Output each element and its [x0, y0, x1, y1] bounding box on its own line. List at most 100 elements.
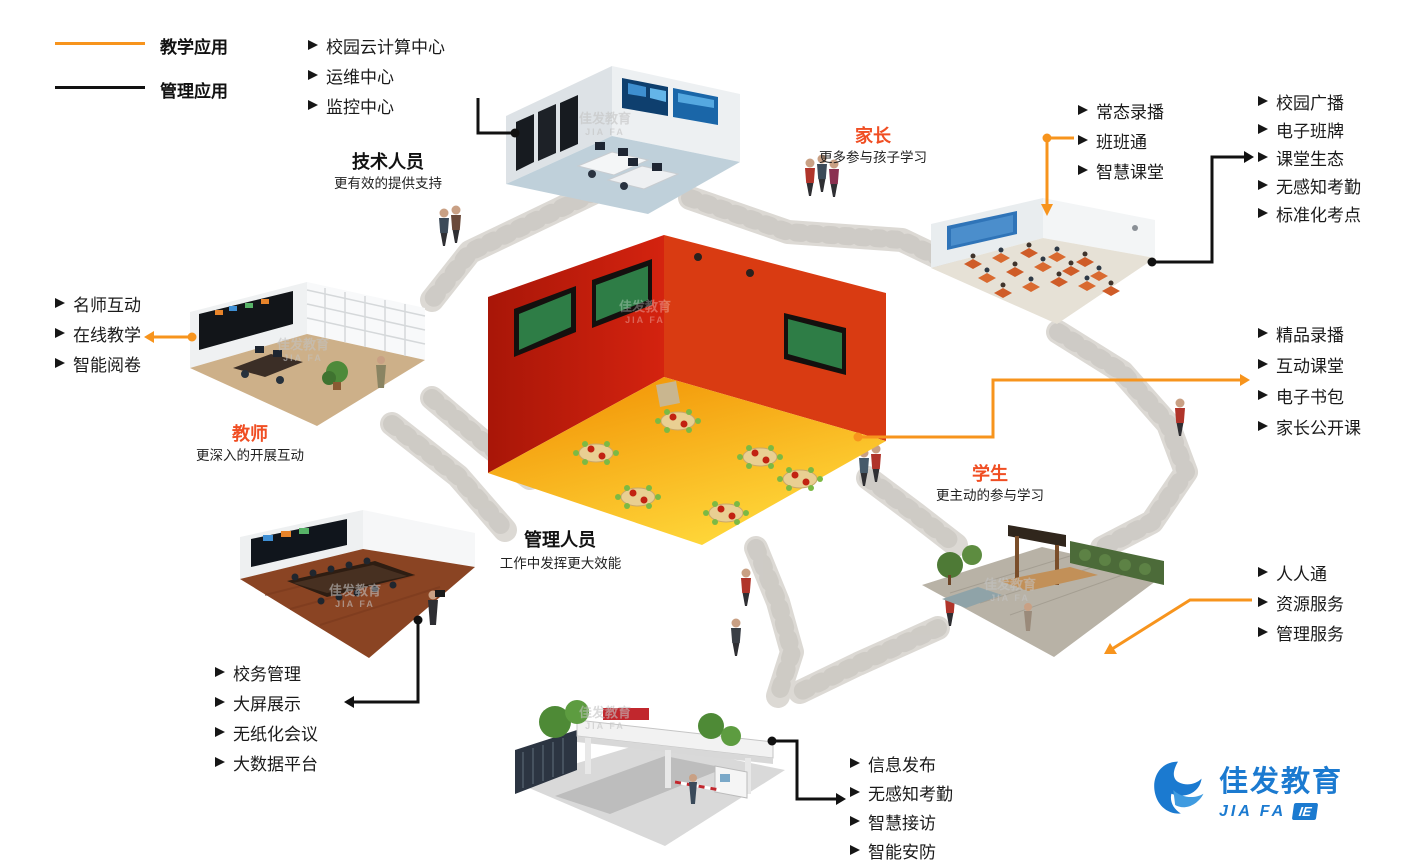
feature-label: 无纸化会议	[233, 724, 318, 744]
pavilion	[1000, 525, 1098, 591]
list-item: 无感知考勤	[1258, 175, 1361, 197]
feature-label: 无感知考勤	[868, 784, 953, 804]
arrow-bullet-icon	[1258, 96, 1268, 106]
feature-label: 智慧接访	[868, 813, 936, 833]
courtyard-person	[1024, 603, 1032, 631]
list-item: 智能阅卷	[55, 353, 141, 375]
watermark: 佳发教育 JIA FA	[560, 111, 650, 137]
list-item: 校园广播	[1258, 91, 1361, 113]
feature-label: 班班通	[1096, 132, 1147, 152]
arrowhead-left-icon	[144, 331, 154, 343]
arrow-bullet-icon	[1258, 208, 1268, 218]
scene-recorded-classroom	[925, 192, 1160, 347]
list-item: 无感知考勤	[850, 782, 953, 804]
scene-conference-room	[235, 503, 480, 658]
watermark-subtext: JIA FA	[585, 720, 625, 731]
list-item: 运维中心	[308, 65, 445, 87]
feature-label: 电子班牌	[1276, 121, 1344, 141]
class-board-screen	[947, 211, 1017, 250]
arrow-bullet-icon	[215, 697, 225, 707]
list-item: 监控中心	[308, 95, 445, 117]
arrow-bullet-icon	[215, 727, 225, 737]
feature-label: 课堂生态	[1276, 149, 1344, 169]
list-item: 常态录播	[1078, 100, 1164, 122]
attendees	[291, 557, 397, 605]
arrow-bullet-icon	[1078, 165, 1088, 175]
watermark: 佳发教育 JIA FA	[965, 577, 1055, 603]
gate-management-list: 信息发布 无感知考勤 智慧接访 智能安防	[850, 753, 953, 862]
arrow-bullet-icon	[308, 100, 318, 110]
group-tables	[573, 409, 823, 525]
watermark-subtext: JIA FA	[625, 314, 665, 325]
arrowhead-left-icon	[344, 696, 354, 708]
scene-smart-classroom	[488, 235, 888, 545]
arrow-bullet-icon	[1258, 597, 1268, 607]
arrow-bullet-icon	[1078, 135, 1088, 145]
office-plant	[322, 361, 348, 390]
watermark-subtext: JIA FA	[990, 592, 1030, 603]
perimeter-fence	[515, 730, 577, 794]
list-item: 名师互动	[55, 293, 141, 315]
scene-campus-courtyard	[920, 523, 1165, 658]
feature-label: 无感知考勤	[1276, 177, 1361, 197]
list-item: 家长公开课	[1258, 416, 1361, 438]
pond	[942, 587, 1002, 608]
guard-booth	[714, 765, 748, 799]
student-desks	[964, 242, 1120, 298]
list-item: 人人通	[1258, 562, 1344, 584]
watermark-subtext: JIA FA	[283, 352, 323, 363]
feature-label: 监控中心	[326, 97, 394, 117]
brand-tag: IE	[1292, 803, 1319, 820]
feature-label: 大数据平台	[233, 754, 318, 774]
gate-sign	[603, 708, 649, 720]
watermark: 佳发教育 JIA FA	[258, 337, 348, 363]
role-parent-desc: 更多参与孩子学习	[819, 150, 927, 165]
brand-logo: 佳发教育 JIA FA IE	[1145, 756, 1343, 822]
tech-center-list: 校园云计算中心 运维中心 监控中心	[308, 35, 445, 117]
feature-label: 标准化考点	[1276, 205, 1361, 225]
legend-management-line	[55, 86, 145, 89]
classroom-management-list: 校园广播 电子班牌 课堂生态 无感知考勤 标准化考点	[1258, 91, 1361, 225]
list-item: 智慧接访	[850, 811, 953, 833]
arrow-bullet-icon	[308, 70, 318, 80]
list-item: 无纸化会议	[215, 722, 318, 744]
arrow-bullet-icon	[215, 757, 225, 767]
admin-management-list: 校务管理 大屏展示 无纸化会议 大数据平台	[215, 662, 318, 774]
role-parent-name: 家长	[855, 126, 891, 146]
watermark-subtext: JIA FA	[585, 126, 625, 137]
list-item: 大屏展示	[215, 692, 318, 714]
arrow-bullet-icon	[1258, 152, 1268, 162]
arrow-bullet-icon	[1258, 421, 1268, 431]
role-admin-name: 管理人员	[524, 530, 596, 550]
arrow-bullet-icon	[308, 40, 318, 50]
feature-label: 家长公开课	[1276, 418, 1361, 438]
green-wall	[1070, 541, 1164, 585]
arrow-bullet-icon	[1258, 180, 1268, 190]
list-item: 管理服务	[1258, 622, 1344, 644]
list-item: 在线教学	[55, 323, 141, 345]
role-tech-name: 技术人员	[352, 152, 424, 172]
watermark-text: 佳发教育	[276, 337, 329, 352]
feature-label: 名师互动	[73, 295, 141, 315]
feature-label: 精品录播	[1276, 325, 1344, 345]
barrier-arm	[674, 780, 721, 792]
platform-teaching-list: 人人通 资源服务 管理服务	[1258, 562, 1344, 644]
brand-logo-text: 佳发教育 JIA FA IE	[1219, 758, 1343, 821]
feature-label: 智能安防	[868, 842, 936, 862]
watermark-subtext: JIA FA	[335, 598, 375, 609]
arrow-bullet-icon	[1078, 105, 1088, 115]
arrow-bullet-icon	[1258, 390, 1268, 400]
arrow-bullet-icon	[850, 816, 860, 826]
list-item: 班班通	[1078, 130, 1164, 152]
role-tech-desc: 更有效的提供支持	[334, 176, 442, 191]
watermark: 佳发教育 JIA FA	[560, 705, 650, 731]
list-item: 校园云计算中心	[308, 35, 445, 57]
monitoring-screens	[622, 78, 718, 125]
watermark: 佳发教育 JIA FA	[310, 583, 400, 609]
arrow-bullet-icon	[1258, 328, 1268, 338]
arrow-bullet-icon	[55, 298, 65, 308]
list-item: 课堂生态	[1258, 147, 1361, 169]
arrow-bullet-icon	[850, 845, 860, 855]
podium	[656, 381, 680, 407]
student-teaching-list: 精品录播 互动课堂 电子书包 家长公开课	[1258, 323, 1361, 438]
